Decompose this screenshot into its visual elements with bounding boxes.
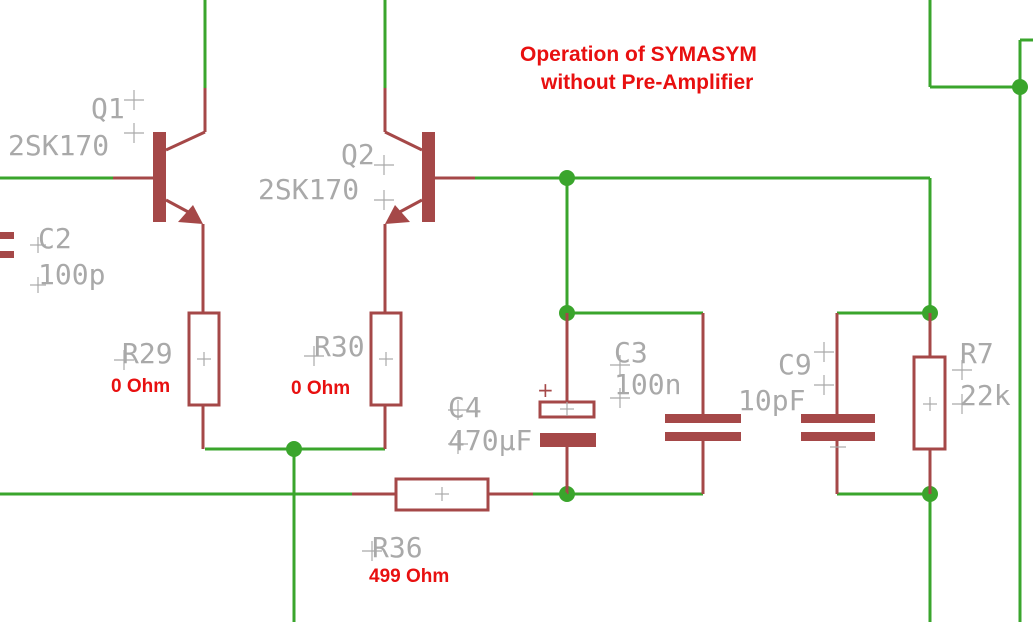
resistor-r7[interactable]: R7 22k — [912, 313, 1011, 494]
c9-ref-label: C9 — [778, 348, 812, 381]
q1-drain-lead — [165, 130, 206, 152]
r36-note-label: 499 Ohm — [369, 566, 449, 587]
q2-channel-bar — [422, 132, 435, 222]
c2-plate — [0, 251, 14, 258]
c9-plate-top — [801, 414, 875, 423]
capacitor-c4[interactable]: + C4 470µF — [448, 313, 596, 494]
c4-value-label: 470µF — [448, 424, 532, 457]
q2-drain-lead — [384, 130, 423, 152]
r7-ref-label: R7 — [960, 337, 994, 370]
junction-dot — [1012, 79, 1028, 95]
r36-ref-label: R36 — [372, 531, 423, 564]
junction-dot — [559, 170, 575, 186]
q1-value-label: 2SK170 — [8, 129, 109, 162]
c9-value-label: 10pF — [738, 384, 805, 417]
title-line-2: without Pre-Amplifier — [540, 71, 753, 94]
c3-value-label: 100n — [614, 368, 681, 401]
resistor-r30[interactable]: R30 0 Ohm — [291, 268, 403, 449]
capacitor-c9[interactable]: C9 10pF — [738, 313, 875, 494]
title-line-1: Operation of SYMASYM — [520, 43, 757, 66]
c3-plate-bottom — [665, 432, 741, 441]
junctions — [286, 79, 1028, 502]
c4-ref-label: C4 — [448, 391, 482, 424]
r29-note-label: 0 Ohm — [111, 376, 170, 397]
r7-value-label: 22k — [960, 379, 1011, 412]
capacitor-c2[interactable]: C2 100p — [0, 222, 105, 293]
c2-plate — [0, 232, 14, 239]
c9-plate-bottom — [801, 432, 875, 441]
q1-ref-label: Q1 — [91, 92, 125, 125]
transistor-q2[interactable]: Q2 2SK170 — [258, 88, 475, 268]
r29-ref-label: R29 — [122, 337, 173, 370]
r30-ref-label: R30 — [314, 330, 365, 363]
q1-channel-bar — [153, 132, 166, 222]
c2-ref-label: C2 — [38, 222, 72, 255]
q2-ref-label: Q2 — [341, 138, 375, 171]
q2-source-arrow — [385, 205, 410, 224]
c3-ref-label: C3 — [614, 336, 648, 369]
junction-dot — [286, 441, 302, 457]
r30-note-label: 0 Ohm — [291, 378, 350, 399]
capacitor-c3[interactable]: C3 100n — [610, 313, 741, 494]
schematic-title: Operation of SYMASYM without Pre-Amplifi… — [520, 43, 757, 94]
c2-value-label: 100p — [38, 258, 105, 291]
c4-polarity-mark: + — [537, 378, 554, 402]
resistor-r29[interactable]: R29 0 Ohm — [111, 268, 221, 449]
c4-plate-negative — [540, 433, 596, 447]
c3-plate-top — [665, 414, 741, 423]
resistor-r36[interactable]: R36 499 Ohm — [352, 477, 567, 587]
transistor-q1[interactable]: Q1 2SK170 — [8, 88, 207, 268]
q1-source-arrow — [178, 205, 203, 224]
q2-value-label: 2SK170 — [258, 173, 359, 206]
